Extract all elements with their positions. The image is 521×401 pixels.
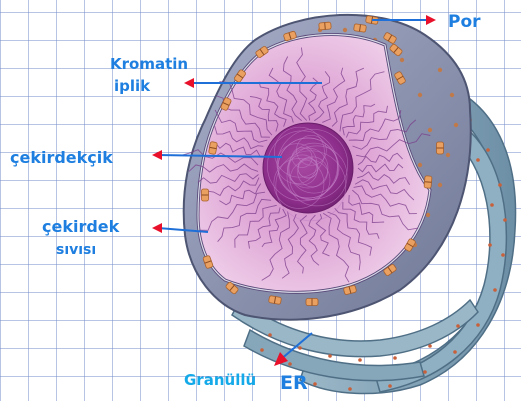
label-por: Por bbox=[448, 12, 481, 32]
label-cekirdek-sivisi-line2: sıvısı bbox=[56, 242, 96, 258]
label-kromatin-line1: Kromatin bbox=[110, 55, 188, 73]
label-cekirdek-sivisi-line1: çekirdek bbox=[42, 217, 120, 236]
label-er: ER bbox=[280, 372, 308, 394]
label-cekirdekcik: çekirdekçik bbox=[10, 148, 113, 167]
label-granullu: Granüllü bbox=[184, 371, 256, 389]
label-kromatin-line2: iplik bbox=[114, 77, 151, 95]
